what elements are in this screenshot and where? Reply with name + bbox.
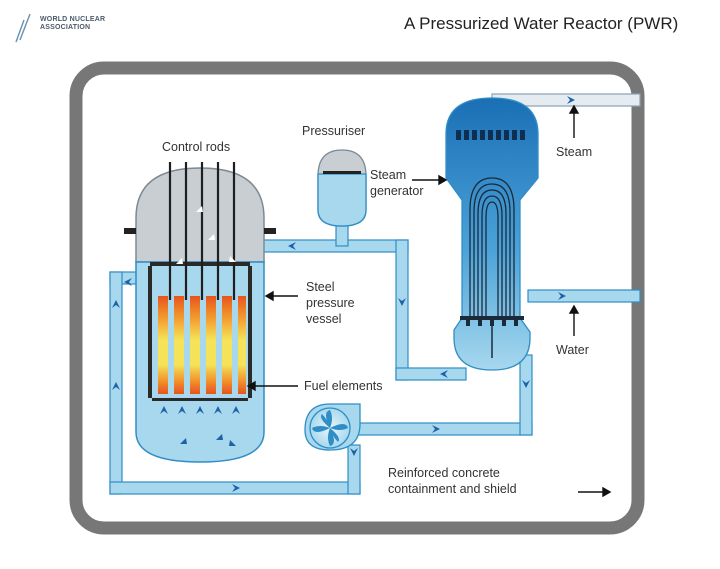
label-steam: Steam: [556, 145, 593, 159]
label-water: Water: [556, 343, 589, 357]
label-fuel-elements: Fuel elements: [304, 379, 383, 393]
label-containment-2: containment and shield: [388, 482, 517, 496]
label-pressure-vessel-2: pressure: [306, 296, 355, 310]
label-pointers: [246, 104, 612, 498]
label-pressure-vessel-1: Steel: [306, 280, 335, 294]
control-rods: [168, 162, 236, 300]
logo-line-1: WORLD NUCLEAR: [40, 16, 106, 23]
coolant-pump: [304, 403, 361, 451]
logo-mark: [15, 13, 31, 43]
label-pressuriser: Pressuriser: [302, 124, 366, 138]
label-steam-generator-2: generator: [370, 184, 424, 198]
steam-generator: [445, 97, 539, 371]
pressuriser: [317, 149, 367, 227]
logo-line-2: ASSOCIATION: [40, 24, 91, 31]
secondary-loop: [491, 93, 641, 303]
diagram-title: A Pressurized Water Reactor (PWR): [404, 14, 679, 33]
label-pressure-vessel-3: vessel: [306, 312, 342, 326]
label-containment-1: Reinforced concrete: [388, 466, 500, 480]
fuel-elements: [158, 296, 246, 394]
label-steam-generator-1: Steam: [370, 168, 407, 182]
flow-arrows: [112, 96, 575, 492]
label-control-rods: Control rods: [162, 140, 231, 154]
logo: WORLD NUCLEAR ASSOCIATION: [12, 8, 132, 48]
hot-flow-arrows: [176, 206, 236, 264]
